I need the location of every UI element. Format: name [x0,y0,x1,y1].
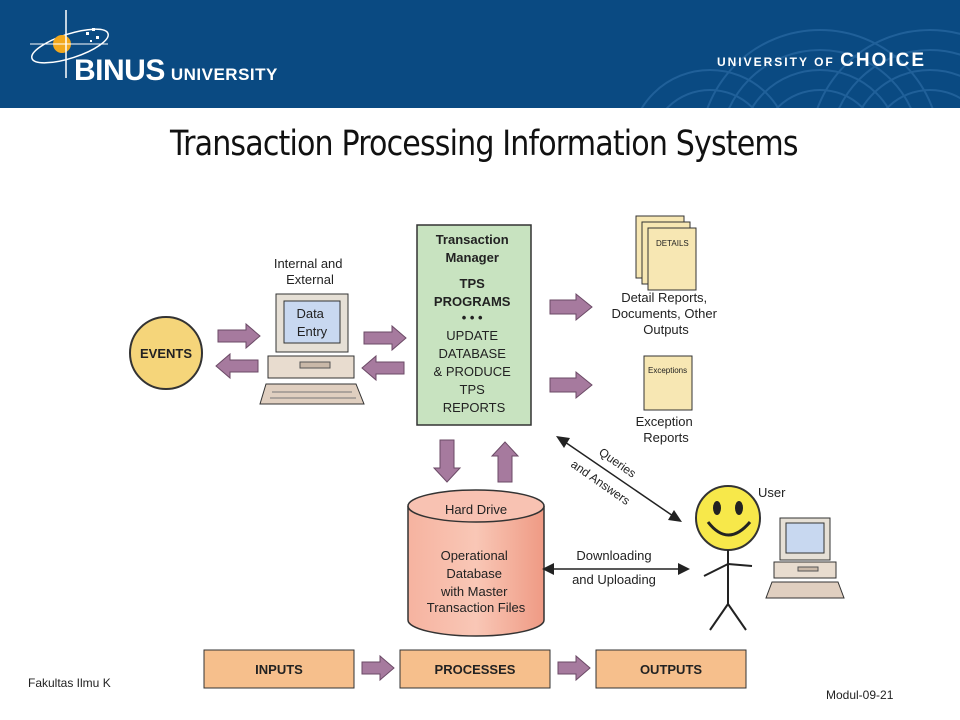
logo-emblem-icon [30,10,109,78]
database-cylinder: Hard Drive Operational Database with Mas… [407,489,545,637]
exception-reports-label: Exception Reports [636,414,697,445]
download-upload-arrow-icon [542,563,690,575]
details-document-icon: DETAILS [635,215,697,291]
tps-box-text: Transaction Manager TPS PROGRAMS • • • U… [434,232,515,415]
outputs-box: OUTPUTS [595,649,747,689]
tagline: UNIVERSITY OF CHOICE [716,50,926,71]
arrow-right-icon [549,292,593,322]
arrow-right-icon [217,322,261,350]
user-computer-icon [765,517,845,599]
arrow-right-icon [549,370,593,400]
internal-external-label: Internal and External [274,256,346,287]
footer-module: Modul-09-21 [826,688,894,702]
arrow-down-icon [432,439,462,483]
banner-pattern [30,10,960,108]
arrow-left-icon [361,354,405,382]
outputs-label: OUTPUTS [640,662,702,677]
database-label: Operational Database with Master Transac… [427,548,526,615]
arrow-right-icon [363,324,407,352]
user-smiley-icon [695,485,761,631]
uploading-label: and Uploading [572,572,656,587]
events-label: EVENTS [140,346,192,361]
details-doc-label: DETAILS [656,239,689,248]
processes-box: PROCESSES [399,649,551,689]
downloading-label: Downloading [576,548,651,563]
queries-arrow-icon [556,436,682,522]
inputs-label: INPUTS [255,662,303,677]
hard-drive-label: Hard Drive [445,502,507,517]
arrow-left-icon [215,352,259,380]
footer-faculty: Fakultas Ilmu K [28,676,111,690]
exceptions-doc-label: Exceptions [648,366,687,375]
arrow-right-icon [557,654,591,682]
events-node: EVENTS [129,316,203,390]
detail-reports-label: Detail Reports, Documents, Other Outputs [611,290,720,337]
arrow-up-icon [490,441,520,483]
page-title: Transaction Processing Information Syste… [170,124,799,164]
user-label: User [758,485,786,500]
arrow-right-icon [361,654,395,682]
data-entry-label: Data Entry [296,306,327,339]
transaction-manager-box: Transaction Manager TPS PROGRAMS • • • U… [416,224,532,426]
data-entry-computer-icon: Internal and External Data Entry [259,256,365,405]
processes-label: PROCESSES [435,662,516,677]
inputs-box: INPUTS [203,649,355,689]
exceptions-document-icon: Exceptions [643,355,693,411]
